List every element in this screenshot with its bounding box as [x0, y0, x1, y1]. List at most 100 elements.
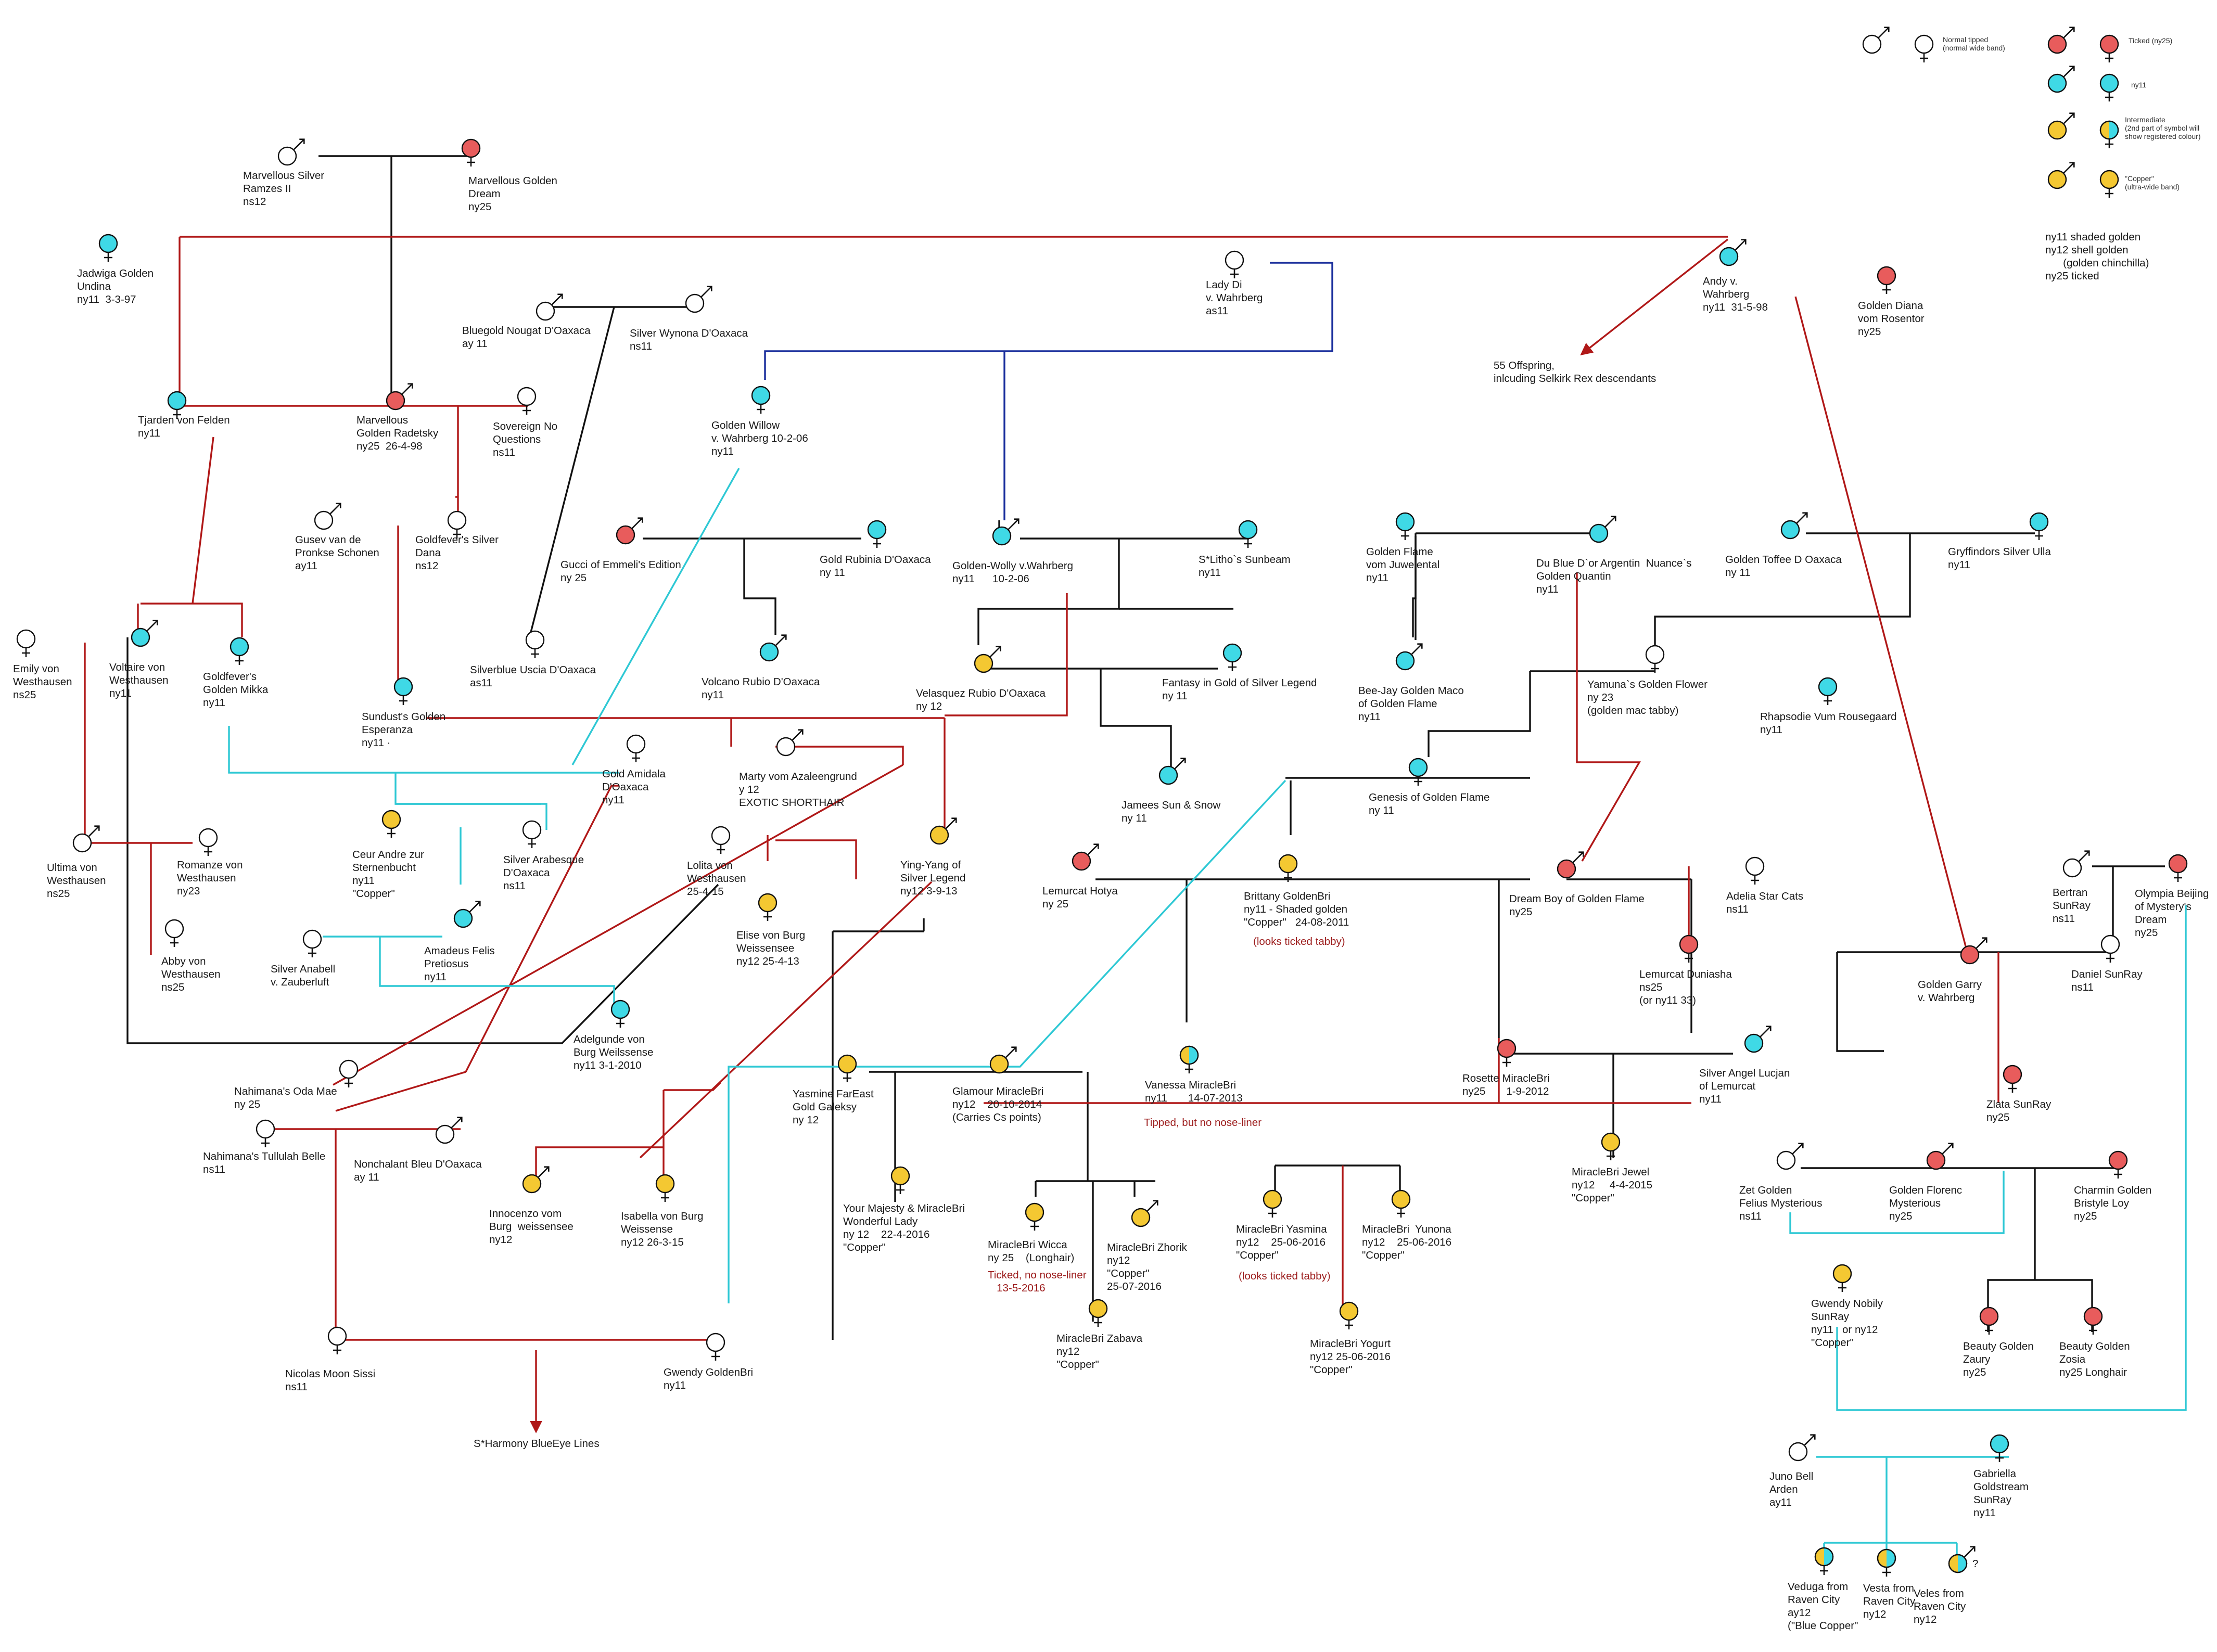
- yasmine-symbol: [837, 1054, 857, 1082]
- cat-label-abby: Abby von Westhausen ns25: [161, 955, 221, 993]
- esperanza-symbol: [393, 677, 413, 705]
- brittany-symbol: [1278, 854, 1298, 882]
- cat-label-isabella: Isabella von Burg Weissense ny12 26-3-15: [621, 1210, 704, 1248]
- cat-label-jadwiga: Jadwiga Golden Undina ny11 3-3-97: [77, 267, 154, 305]
- willow-symbol: [751, 386, 771, 414]
- cat-label-adelia: Adelia Star Cats ns11: [1726, 890, 1804, 915]
- cat-label-willow: Golden Willow v. Wahrberg 10-2-06 ny11: [711, 419, 808, 457]
- cat-label-ramzes: Marvellous Silver Ramzes II ns12: [243, 170, 325, 208]
- cat-label-gwendynob: Gwendy Nobily SunRay ny11 or ny12 "Coppe…: [1811, 1298, 1883, 1349]
- cat-label-ladydi: Lady Di v. Wahrberg as11: [1206, 279, 1263, 317]
- legend-ticked-female-icon: [2099, 34, 2119, 62]
- ramzes-symbol: [277, 138, 305, 166]
- cat-label-zabava: MiracleBri Zabava ny12 "Copper": [1056, 1333, 1143, 1371]
- cat-label-esperanza: Sundust's Golden Esperanza ny11 ·: [362, 711, 446, 749]
- cat-label-romanze: Romanze von Westhausen ny23: [177, 859, 243, 897]
- cat-label-bertran: Bertran SunRay ns11: [2053, 887, 2091, 925]
- zet-symbol: [1776, 1143, 1804, 1170]
- abby-symbol: [164, 919, 184, 947]
- cat-label-jamees: Jamees Sun & Snow ny 11: [1122, 799, 1221, 824]
- cat-label-gucci: Gucci of Emmeli's Edition ny 25: [560, 559, 681, 584]
- amadeus-symbol: [453, 901, 481, 928]
- cat-label-amidala: Gold Amidala D'Oaxaca ny11: [602, 768, 666, 806]
- wicca-symbol: [1025, 1202, 1044, 1231]
- isabella-symbol: [655, 1174, 675, 1202]
- jadwiga-symbol: [98, 234, 118, 262]
- cat-label-veles: Veles from Raven City ny12: [1914, 1587, 1966, 1625]
- nicolas-symbol: [327, 1326, 347, 1354]
- litho-symbol: [1238, 520, 1258, 548]
- jamees-symbol: [1158, 758, 1186, 785]
- radetsky-symbol: [386, 383, 413, 411]
- ultima-symbol: [72, 825, 100, 853]
- florenc-symbol: [1926, 1143, 1954, 1170]
- cat-label-diana: Golden Diana vom Rosentor ny25: [1858, 300, 1925, 338]
- brittany-note: (looks ticked tabby): [1253, 936, 1345, 947]
- cat-label-vanessa: Vanessa MiracleBri ny11 14-07-2013: [1145, 1079, 1243, 1104]
- innocenzo-symbol: [522, 1166, 550, 1194]
- cat-label-duniasha: Lemurcat Duniasha ns25 (or ny11 33): [1639, 968, 1732, 1006]
- nonchalant-symbol: [435, 1117, 463, 1144]
- cat-label-andy: Andy v. Wahrberg ny11 31-5-98: [1703, 275, 1768, 313]
- cat-label-wolly: Golden-Wolly v.Wahrberg ny11 10-2-06: [952, 560, 1074, 585]
- yasmina-symbol: [1263, 1189, 1282, 1218]
- wynona-symbol: [685, 286, 712, 313]
- veles-symbol: [1948, 1546, 1976, 1573]
- gwendygb-symbol: [706, 1333, 725, 1361]
- cat-label-elise: Elise von Burg Weissensee ny12 25-4-13: [736, 929, 806, 967]
- ulla-symbol: [2029, 512, 2049, 540]
- legend-copper-label: "Copper" (ultra-wide band): [2125, 174, 2180, 191]
- cat-label-gabriella: Gabriella Goldstream SunRay ny11: [1973, 1468, 2029, 1519]
- cat-label-quantin: Du Blue D`or Argentin Nuance`s Golden Qu…: [1536, 557, 1692, 595]
- yunona-symbol: [1391, 1189, 1411, 1218]
- offspring-note: 55 Offspring, inlcuding Selkirk Rex desc…: [1494, 360, 1657, 385]
- cat-label-rubinia: Gold Rubinia D'Oaxaca ny 11: [820, 554, 931, 579]
- cat-label-beejay: Bee-Jay Golden Maco of Golden Flame ny11: [1358, 685, 1464, 723]
- voltaire-symbol: [131, 620, 158, 647]
- cat-label-tullulah: Nahimana's Tullulah Belle ns11: [203, 1150, 326, 1175]
- arabesque-symbol: [522, 820, 542, 848]
- legend-intermediate-female-icon: [2099, 120, 2119, 148]
- cat-label-glamour: Glamour MiracleBri ny12 20-10-2014 (Carr…: [952, 1085, 1044, 1123]
- legend-copper-female-icon: [2099, 170, 2119, 198]
- cat-label-marty: Marty vom Azaleengrund y 12 EXOTIC SHORT…: [739, 771, 857, 809]
- cat-label-ultima: Ultima von Westhausen ns25: [47, 862, 106, 900]
- veduga-symbol: [1814, 1547, 1834, 1575]
- legend-normal-male-icon: [1862, 27, 1890, 54]
- anabell-symbol: [302, 929, 322, 957]
- cat-label-sovereign: Sovereign No Questions ns11: [493, 420, 558, 458]
- ceur-symbol: [381, 810, 401, 838]
- cat-label-flamej: Golden Flame vom Juwelental ny11: [1366, 546, 1440, 584]
- wicca-note: Ticked, no nose-liner 13-5-2016: [988, 1269, 1087, 1294]
- gusev-symbol: [314, 503, 341, 530]
- dana-symbol: [447, 510, 467, 539]
- cat-label-wicca: MiracleBri Wicca ny 25 (Longhair): [988, 1239, 1075, 1264]
- cat-label-velasquez: Velasquez Rubio D'Oaxaca ny 12: [916, 687, 1046, 712]
- cat-label-ulla: Gryffindors Silver Ulla ny11: [1948, 546, 2051, 571]
- cat-label-bluegold: Bluegold Nougat D'Oaxaca ay 11: [462, 325, 591, 350]
- zosia-symbol: [2083, 1307, 2103, 1335]
- cat-label-yasmina: MiracleBri Yasmina ny12 25-06-2016 "Copp…: [1236, 1223, 1327, 1261]
- legend-normal-label: Normal tipped (normal wide band): [1943, 35, 2005, 52]
- cat-label-hotya: Lemurcat Hotya ny 25: [1042, 885, 1118, 910]
- cat-label-litho: S*Litho`s Sunbeam ny11: [1199, 554, 1291, 579]
- duniasha-symbol: [1679, 934, 1699, 963]
- uscia-symbol: [525, 630, 545, 658]
- cat-label-radetsky: Marvellous Golden Radetsky ny25 26-4-98: [356, 414, 439, 452]
- cat-label-fantasy: Fantasy in Gold of Silver Legend ny 11: [1162, 677, 1317, 702]
- glamour-symbol: [989, 1046, 1017, 1074]
- odamae-symbol: [339, 1059, 359, 1087]
- cat-label-olympia: Olympia Beijing of Mystery's Dream ny25: [2135, 888, 2209, 939]
- legend-copper-male-icon: [2047, 162, 2075, 189]
- cat-label-garry: Golden Garry v. Wahrberg: [1918, 979, 1982, 1004]
- velasquez-symbol: [974, 646, 1001, 673]
- cat-label-zet: Zet Golden Felius Mysterious ns11: [1739, 1184, 1823, 1222]
- legend-intermediate-label: Intermediate (2nd part of symbol will sh…: [2125, 116, 2201, 140]
- volcano-symbol: [759, 634, 787, 662]
- cat-label-yasmine: Yasmine FarEast Gold Galeksy ny 12: [793, 1088, 874, 1126]
- legend-ticked-label: Ticked (ny25): [2129, 36, 2173, 45]
- zhorik-symbol: [1131, 1200, 1158, 1227]
- cat-label-adelgunde: Adelgunde von Burg Weilssense ny11 3-1-2…: [574, 1033, 654, 1071]
- vanessa-note: Tipped, but no nose-liner: [1144, 1117, 1262, 1129]
